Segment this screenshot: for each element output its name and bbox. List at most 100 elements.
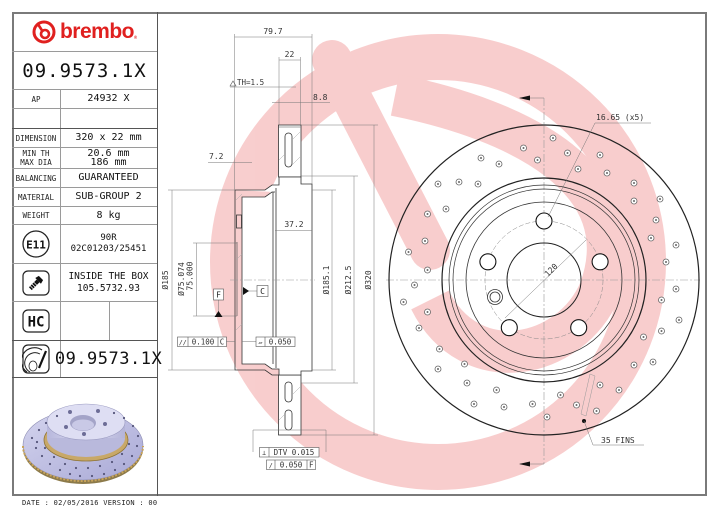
section-arrow-top-icon <box>519 95 530 101</box>
dim-d-bore-min: 75.000 <box>186 261 195 290</box>
dim-hat-depth: 37.2 <box>284 220 303 229</box>
spec-row-ap: AP 24932 X <box>12 90 157 109</box>
dtv-frame: ⊥ DTV 0.015 <box>259 447 320 458</box>
dim-d-ring: Ø212.5 <box>343 265 353 294</box>
dim-overall-height: 79.7 <box>263 27 282 36</box>
spec-value: 20.6 mm 186 mm <box>60 148 157 168</box>
tolerance-frames: // 0.100 C ▱ 0.050 ⊥ DTV 0.015 / 0.050 F <box>177 336 320 470</box>
svg-text:⊥: ⊥ <box>262 449 266 457</box>
datum-f-box <box>213 288 224 301</box>
dim-hat-wall: 7.2 <box>209 152 224 161</box>
svg-text:0.050: 0.050 <box>280 461 303 470</box>
dim-d-bore-max: Ø75.074 <box>176 262 186 296</box>
footer-date-version: DATE : 02/05/2016 VERSION : 00 <box>22 499 158 507</box>
coating-row: HC <box>12 302 157 341</box>
flatness-frame: ▱ 0.050 <box>255 336 296 347</box>
homologation-regulation: 90R <box>100 233 117 243</box>
hardware-row: INSIDE THE BOX 105.5732.93 <box>12 264 157 302</box>
spec-label: BALANCING <box>12 169 61 187</box>
spec-label: WEIGHT <box>12 207 61 224</box>
kit-value: 09.9573.1X <box>55 341 162 377</box>
bolt-hole-icon <box>500 319 518 337</box>
svg-text:C: C <box>260 287 265 296</box>
spec-value: 8 kg <box>96 209 121 221</box>
spec-label: MATERIAL <box>12 188 61 206</box>
dim-vane: 8.8 <box>313 93 328 102</box>
spec-value: SUB-GROUP 2 <box>75 191 142 202</box>
svg-text:C: C <box>220 338 225 347</box>
svg-text://: // <box>179 339 187 347</box>
bolt-holes <box>479 212 609 337</box>
spec-value: 24932 X <box>87 93 130 104</box>
part-number-row: 09.9573.1X <box>12 52 157 90</box>
brake-disc-render-image <box>22 403 144 484</box>
svg-text:HC: HC <box>28 315 45 331</box>
spec-row-balancing: BALANCING GUARANTEED <box>12 169 157 188</box>
section-view <box>234 124 313 436</box>
section-arrow-bottom-icon <box>519 461 530 467</box>
drill-hole-centers <box>402 137 680 418</box>
bolt-hole-label: 16.65 (x5) <box>596 113 644 122</box>
svg-text:E11: E11 <box>26 239 46 252</box>
spec-value-min-th: 20.6 mm <box>87 148 130 159</box>
datum-symbols: F C <box>213 285 269 317</box>
spec-value: 320 x 22 mm <box>75 132 142 143</box>
part-number: 09.9573.1X <box>22 59 147 82</box>
bolt-hole-icon <box>535 212 553 230</box>
product-render <box>12 378 157 494</box>
dim-d-inner: Ø185.1 <box>321 265 331 294</box>
kit-row: 09.9573.1X <box>12 341 162 378</box>
dim-d-outer: Ø320 <box>363 270 373 289</box>
spec-row-min-th-max-dia: MIN TH MAX DIA 20.6 mm 186 mm <box>12 148 157 169</box>
spec-label <box>12 109 61 128</box>
runout-frame: / 0.050 F <box>266 459 316 470</box>
spec-label: AP <box>12 90 61 108</box>
spec-label: DIMENSION <box>12 129 61 147</box>
dim-d-hat: Ø185 <box>160 270 170 289</box>
spec-row-material: MATERIAL SUB-GROUP 2 <box>12 188 157 207</box>
brembo-logo: brembo ® <box>12 12 157 51</box>
hardware-note: INSIDE THE BOX <box>68 270 149 282</box>
title-block: brembo ® 09.9573.1X AP 24932 X DIMENSION… <box>12 12 162 496</box>
datum-c-box <box>256 285 269 297</box>
fin-outline <box>580 373 596 417</box>
kit-part-number: 09.9573.1X <box>54 349 163 369</box>
hc-icon: HC <box>12 302 61 340</box>
svg-text:▱: ▱ <box>259 339 263 347</box>
hardware-value: INSIDE THE BOX 105.5732.93 <box>60 264 157 301</box>
disc-caliper-icon <box>12 341 61 377</box>
spec-label: MIN TH MAX DIA <box>12 148 61 168</box>
e11-badge-icon: E11 <box>12 225 61 263</box>
brembo-mark-icon <box>32 20 56 43</box>
svg-text:/: / <box>269 462 273 470</box>
spec-value-max-dia: 186 mm <box>90 157 127 168</box>
bolt-hole-icon <box>570 319 588 337</box>
dim-thickness: 22 <box>285 50 295 59</box>
brand-name: brembo <box>59 19 135 43</box>
svg-text:F: F <box>216 291 221 300</box>
pcd-dimension-line <box>504 239 587 319</box>
spec-row-dimension: DIMENSION 320 x 22 mm <box>12 129 157 148</box>
screw-icon <box>12 264 61 301</box>
homologation-row: E11 90R 02C01203/25451 <box>12 225 157 264</box>
parallelism-frame: // 0.100 C <box>177 336 227 347</box>
brembo-watermark-icon <box>210 34 666 490</box>
pcd-label: 120 <box>543 262 560 279</box>
spec-row-weight: WEIGHT 8 kg <box>12 207 157 225</box>
homologation-number: 02C01203/25451 <box>70 244 147 254</box>
spec-label-max-dia: MAX DIA <box>20 158 52 167</box>
svg-text:0.100: 0.100 <box>192 338 215 347</box>
svg-text:0.050: 0.050 <box>269 338 292 347</box>
spec-label-min-th: MIN TH <box>22 149 50 158</box>
drawing-frame <box>12 12 707 496</box>
dimension-texts: 79.7 22 TH=1.5 8.8 7.2 37.2 Ø185 Ø75.074… <box>160 27 373 296</box>
disc-outer-edge <box>388 124 700 436</box>
fins-label: 35 FINS <box>601 436 635 445</box>
spec-value: GUARANTEED <box>78 172 139 183</box>
logo-row: brembo ® <box>12 12 157 52</box>
dimension-lines <box>168 34 378 452</box>
registered-mark: ® <box>134 35 138 41</box>
bolt-hole-icon <box>591 253 609 271</box>
center-bore <box>506 242 582 318</box>
spec-row-empty <box>12 109 157 129</box>
